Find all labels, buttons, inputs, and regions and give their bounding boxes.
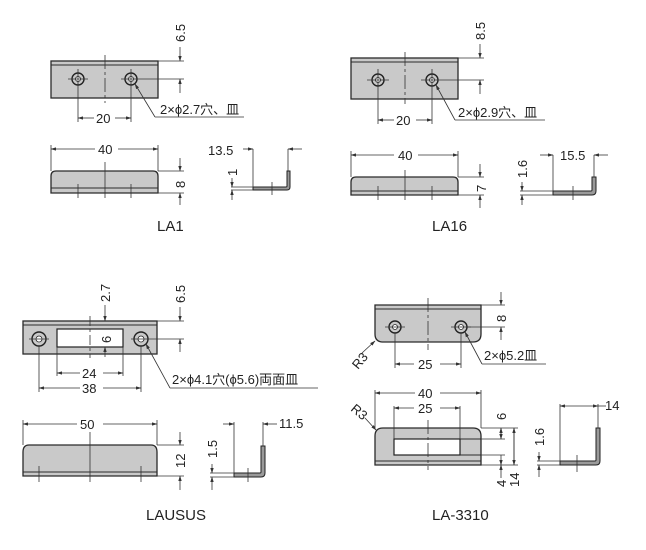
drawing-lausus: 2.7 6 6.5 24 38 2×ϕ4.1穴(ϕ5.6)両面皿 xyxy=(22,284,318,524)
la16-hole-offset-dim: 8.5 xyxy=(473,22,488,40)
drawing-la16: 8.5 20 2×ϕ2.9穴、皿 40 7 xyxy=(350,22,608,235)
la3310-hole-note: 2×ϕ5.2皿 xyxy=(484,348,537,363)
la1-hole-offset-dim: 6.5 xyxy=(173,24,188,42)
la16-top-view: 8.5 20 2×ϕ2.9穴、皿 xyxy=(350,22,545,128)
la1-hole-note: 2×ϕ2.7穴、皿 xyxy=(160,102,239,117)
la16-hole-note: 2×ϕ2.9穴、皿 xyxy=(458,105,537,120)
lausus-length-dim: 50 xyxy=(80,417,94,432)
la3310-window xyxy=(393,438,461,456)
la1-side-view: 13.5 1 xyxy=(208,143,302,200)
la3310-top-view: 8 25 2×ϕ5.2皿 R3 xyxy=(349,292,546,372)
lausus-hole-offset-dim: 6.5 xyxy=(173,285,188,303)
la16-front-view: 40 7 xyxy=(350,148,489,208)
lausus-thickness-dim: 1.5 xyxy=(205,440,220,458)
la3310-title: LA-3310 xyxy=(432,507,489,524)
lausus-side-view: 11.5 1.5 xyxy=(205,416,303,490)
lausus-hole-right xyxy=(131,331,151,347)
la3310-depth-dim: 14 xyxy=(605,398,619,413)
la3310-hole-offset-dim: 8 xyxy=(494,315,509,322)
la16-hole-right xyxy=(421,69,443,91)
la16-title: LA16 xyxy=(432,218,467,235)
lausus-slot-length-dim: 24 xyxy=(82,366,96,381)
la1-top-view: 6.5 20 2×ϕ2.7穴、皿 xyxy=(50,24,244,126)
lausus-height-dim: 12 xyxy=(173,454,188,468)
la3310-window-length-dim: 25 xyxy=(418,401,432,416)
la3310-height-dim: 14 xyxy=(507,473,522,487)
lausus-top-view: 2.7 6 6.5 24 38 2×ϕ4.1穴(ϕ5.6)両面皿 xyxy=(22,284,318,396)
lausus-depth-dim: 11.5 xyxy=(279,416,303,431)
la3310-top-radius-dim: R3 xyxy=(349,350,371,372)
la16-depth-dim: 15.5 xyxy=(560,148,585,163)
la16-height-dim: 7 xyxy=(474,185,489,192)
la3310-bottom-margin-dim: 4 xyxy=(494,480,509,487)
la3310-window-height-dim: 6 xyxy=(494,413,509,420)
lausus-hole-left xyxy=(29,331,49,347)
la1-hole-right xyxy=(121,69,141,89)
la1-depth-dim: 13.5 xyxy=(208,143,233,158)
la16-hole-left xyxy=(367,69,389,91)
la3310-front-view: 40 25 6 4 14 R3 xyxy=(348,386,522,487)
la3310-front-radius-dim: R3 xyxy=(348,401,370,423)
lausus-hole-pitch-dim: 38 xyxy=(82,381,96,396)
la1-front-view: 40 8 xyxy=(50,142,188,205)
la16-thickness-dim: 1.6 xyxy=(515,160,530,178)
la1-length-dim: 40 xyxy=(98,142,112,157)
la1-hole-left xyxy=(68,69,88,89)
lausus-title: LAUSUS xyxy=(146,507,206,524)
la3310-hole-pitch-dim: 25 xyxy=(418,357,432,372)
la1-hole-pitch-dim: 20 xyxy=(96,111,110,126)
la16-hole-pitch-dim: 20 xyxy=(396,113,410,128)
drawing-la1: 6.5 20 2×ϕ2.7穴、皿 40 8 xyxy=(50,24,302,235)
la1-title: LA1 xyxy=(157,218,184,235)
drawing-la-3310: 8 25 2×ϕ5.2皿 R3 40 25 xyxy=(348,292,619,524)
lausus-slot-offset-dim: 2.7 xyxy=(98,284,113,302)
la16-side-view: 15.5 1.6 xyxy=(515,148,608,205)
lausus-slot-width-dim: 6 xyxy=(99,336,114,343)
la1-thickness-dim: 1 xyxy=(225,169,240,176)
lausus-hole-note: 2×ϕ4.1穴(ϕ5.6)両面皿 xyxy=(172,372,298,387)
la1-height-dim: 8 xyxy=(173,181,188,188)
la3310-thickness-dim: 1.6 xyxy=(532,428,547,446)
la3310-side-view: 14 1.6 xyxy=(532,398,619,477)
la3310-length-dim: 40 xyxy=(418,386,432,401)
lausus-front-view: 50 12 xyxy=(22,417,188,490)
la16-length-dim: 40 xyxy=(398,148,412,163)
